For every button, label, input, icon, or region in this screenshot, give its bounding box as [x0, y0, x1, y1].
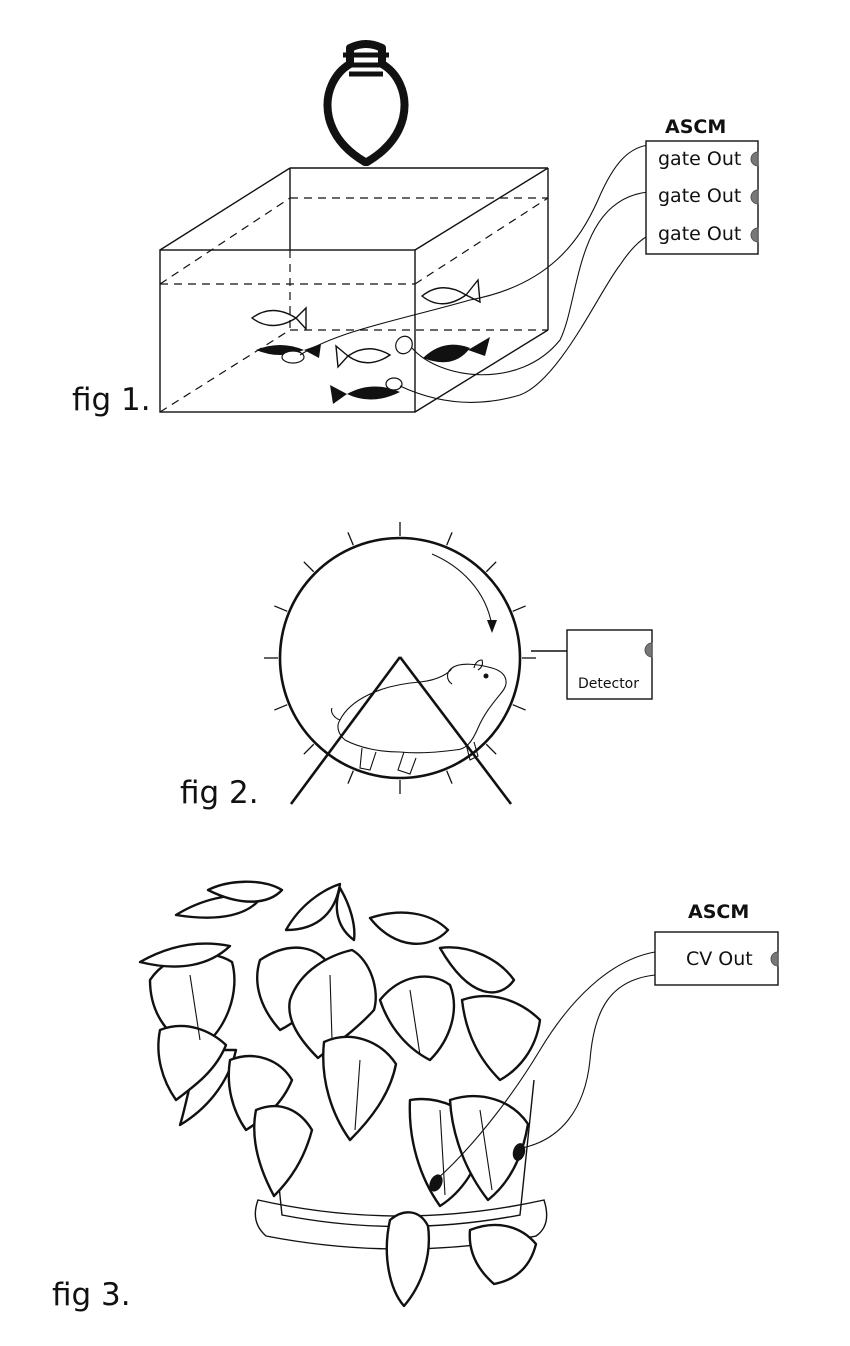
gate-out-label-1: gate Out	[658, 148, 741, 170]
cable-cv-1	[435, 951, 656, 1181]
rotation-arrow-icon	[431, 553, 497, 633]
ascm-module-2: ASCM CV Out	[654, 901, 779, 986]
ascm-title-1: ASCM	[665, 116, 726, 138]
figure-2: Detector fig 2.	[180, 522, 653, 811]
figure-1: ASCM gate Out gate Out gate Out fig 1.	[72, 40, 759, 418]
wheel-tick	[347, 770, 354, 784]
wheel-stand	[289, 656, 513, 805]
fig-3-label: fig 3.	[52, 1277, 131, 1313]
wheel-ticks	[264, 522, 536, 794]
figure-3: ASCM CV Out fig 3.	[52, 880, 779, 1313]
gate-out-label-3: gate Out	[658, 223, 741, 245]
fig-2-label: fig 2.	[180, 775, 259, 811]
wheel-tick	[485, 561, 497, 573]
hamster-icon	[330, 659, 507, 775]
jack-icon[interactable]	[770, 951, 779, 967]
plant-foliage	[138, 880, 542, 1308]
wheel-tick	[485, 743, 497, 755]
jack-icon[interactable]	[750, 189, 759, 205]
wheel-tick	[303, 561, 315, 573]
running-wheel	[278, 536, 522, 780]
leaf-veins	[189, 974, 493, 1196]
cable-3	[399, 235, 649, 403]
detector-box: Detector	[566, 629, 653, 700]
wheel-tick	[446, 770, 453, 784]
jack-icon[interactable]	[750, 227, 759, 243]
fish-tank	[159, 167, 549, 413]
fish-outline-1	[250, 306, 307, 331]
fig-1-label: fig 1.	[72, 382, 151, 418]
cv-out-label: CV Out	[686, 948, 753, 970]
jack-icon[interactable]	[644, 642, 653, 658]
wheel-tick	[274, 704, 288, 711]
light-bulb-icon	[323, 40, 409, 166]
detector-label: Detector	[578, 676, 639, 692]
wheel-tick	[512, 704, 526, 711]
wheel-tick	[446, 532, 453, 546]
sensor-pad-3	[385, 377, 403, 391]
ascm-title-2: ASCM	[688, 901, 749, 923]
cable-cv-2	[521, 974, 656, 1149]
ascm-module-1: ASCM gate Out gate Out gate Out	[645, 116, 759, 255]
wheel-tick	[303, 743, 315, 755]
wheel-tick	[274, 605, 288, 612]
sensor-pad-1	[281, 350, 305, 364]
wheel-tick	[347, 532, 354, 546]
leaf-sensor-1	[429, 1174, 443, 1192]
fish-outline-2	[420, 278, 481, 305]
sensor-pad-2	[395, 335, 413, 355]
cable-1	[299, 144, 649, 356]
cable-2	[411, 191, 649, 376]
wheel-tick	[512, 605, 526, 612]
fish-solid-2	[423, 337, 490, 363]
jack-icon[interactable]	[750, 151, 759, 167]
gate-out-label-2: gate Out	[658, 185, 741, 207]
fish-solid-3	[330, 385, 400, 404]
fish-outline-3	[335, 344, 392, 369]
